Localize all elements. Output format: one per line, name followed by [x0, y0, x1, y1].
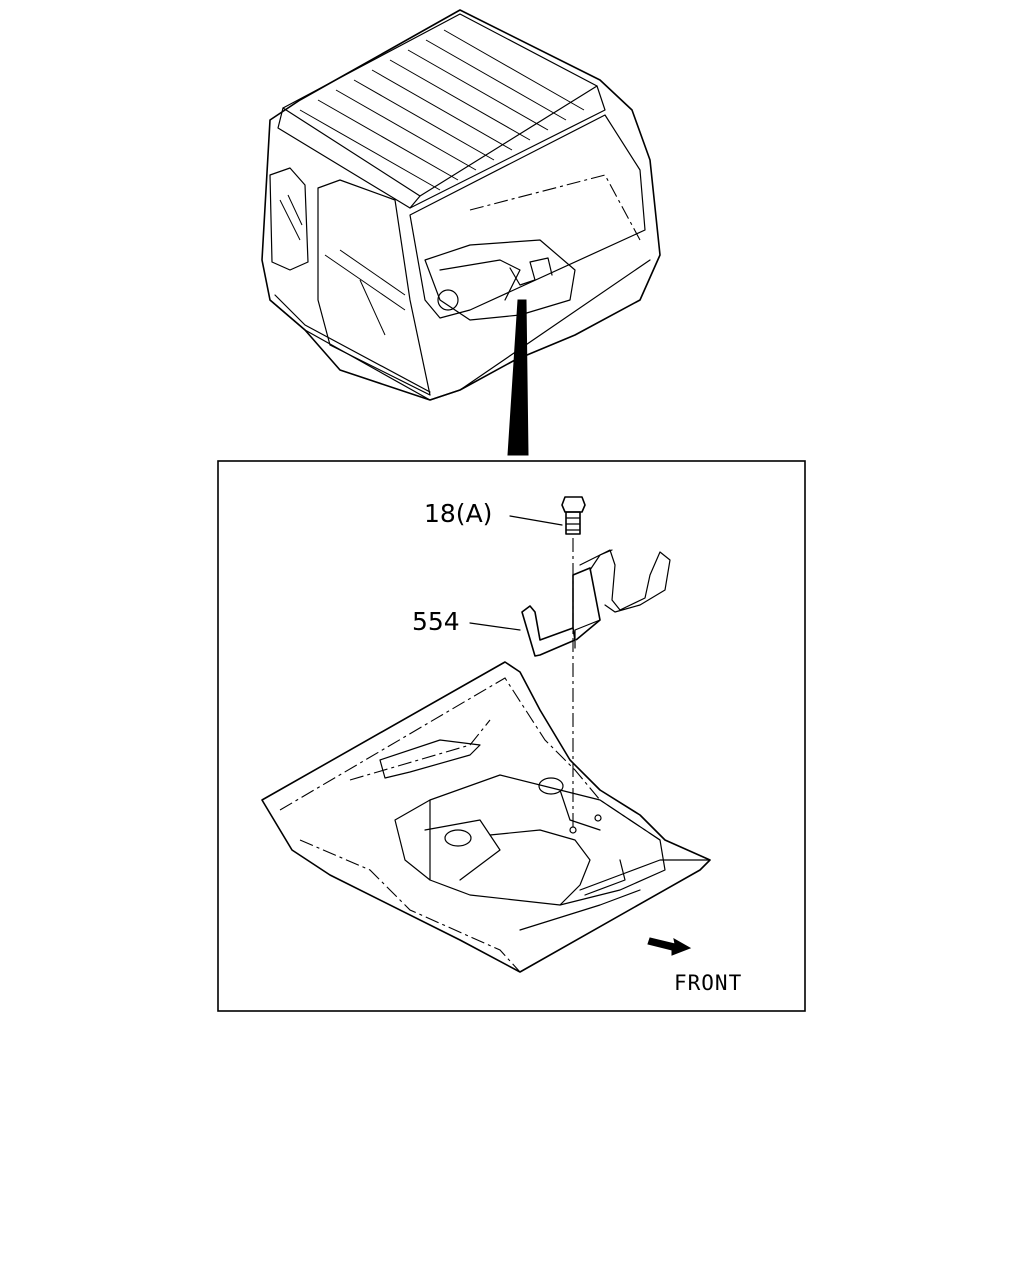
front-direction-label: FRONT: [674, 971, 742, 995]
floor-panel: [261, 661, 711, 973]
cab-overview: [261, 9, 661, 456]
front-arrow-icon: [647, 937, 692, 956]
bracket-554: [521, 549, 671, 657]
detail-frame: [217, 460, 806, 1012]
bracket-leader-line: [469, 622, 521, 631]
bolt-leader-line: [509, 515, 563, 526]
roof-hatching: [299, 29, 585, 191]
bolt-18a: [561, 496, 586, 535]
callout-bolt-label: 18(A): [424, 499, 492, 528]
callout-bracket-label: 554: [412, 607, 460, 636]
